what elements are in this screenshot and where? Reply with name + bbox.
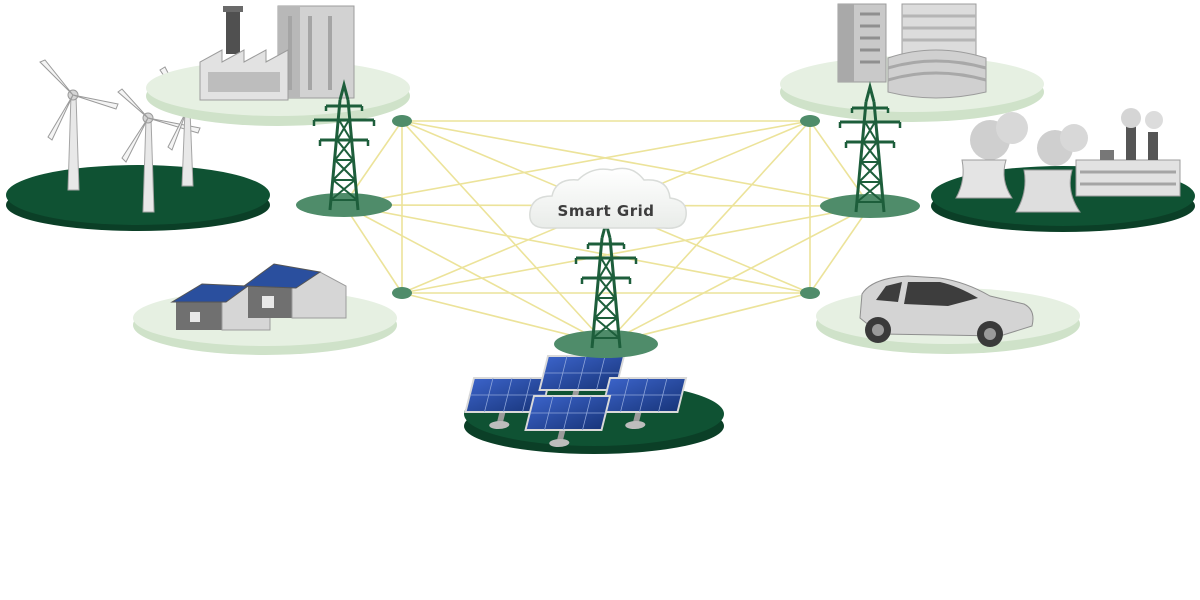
smart-grid-cloud: Smart Grid — [529, 167, 687, 229]
office-buildings-node — [780, 3, 1044, 122]
power-plant-node — [931, 108, 1195, 232]
grid-hub-node — [800, 287, 820, 299]
grid-hub-node — [392, 115, 412, 127]
connection-line — [401, 205, 871, 294]
connection-line — [343, 204, 403, 294]
grid-hub-node — [296, 193, 392, 217]
cloud-icon — [529, 167, 687, 229]
smart-grid-label: Smart Grid — [558, 202, 655, 220]
connection-line — [605, 205, 871, 345]
factory-node — [146, 5, 410, 126]
solar-panel — [464, 377, 552, 429]
electric-car-icon — [859, 275, 1034, 347]
houses-icon — [170, 263, 347, 331]
connection-line — [343, 120, 403, 206]
solar-panel — [524, 395, 612, 447]
wind-platform — [6, 165, 270, 225]
electric-car-node — [816, 275, 1080, 354]
grid-hub-node — [820, 194, 920, 218]
power-plant-icon — [955, 108, 1181, 213]
grid-hub-node — [392, 287, 412, 299]
tower-center-icon — [574, 221, 638, 350]
connection-line — [809, 120, 871, 207]
houses-node — [133, 263, 397, 355]
wind-turbines-node — [6, 59, 270, 231]
connection-line — [809, 205, 871, 294]
connection-line — [401, 120, 607, 345]
hub-nodes — [296, 115, 920, 358]
grid-hub-node — [800, 115, 820, 127]
office-buildings-icon — [837, 3, 987, 99]
factory-icon — [199, 5, 355, 101]
connection-line — [605, 120, 811, 345]
connection-line — [401, 120, 871, 207]
solar-panel — [600, 377, 688, 429]
solar-farm-node — [464, 355, 724, 454]
connection-line — [343, 204, 607, 345]
connection-line — [343, 120, 811, 206]
solar-farm-icon — [464, 355, 688, 447]
grid-hub-node — [554, 330, 658, 358]
